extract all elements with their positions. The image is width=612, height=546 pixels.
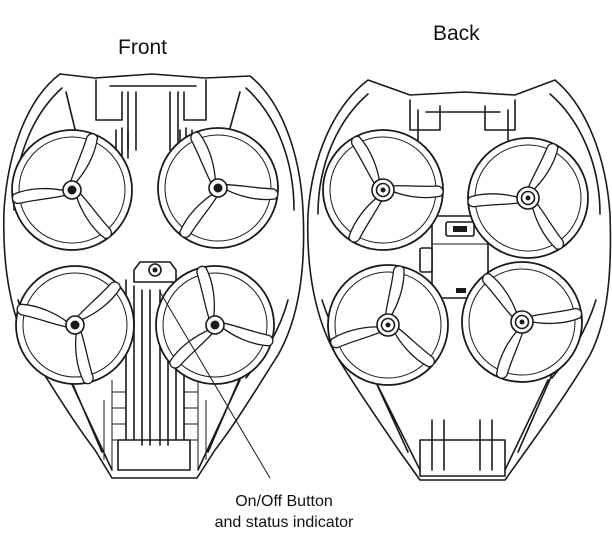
callout-line-2: and status indicator	[214, 514, 354, 531]
back-body-outline	[306, 79, 612, 481]
power-button-callout: On/Off Button and status indicator	[198, 491, 370, 533]
front-body-outline	[2, 73, 305, 479]
front-propeller-top-right	[141, 109, 284, 249]
back-propeller-bottom-left	[325, 255, 453, 386]
front-propeller-bottom-left	[8, 242, 157, 390]
power-button-icon[interactable]	[133, 261, 177, 283]
callout-line-1: On/Off Button	[235, 493, 333, 510]
battery-pack-icon[interactable]	[419, 215, 489, 299]
back-view-title: Back	[433, 22, 480, 45]
front-drone-view	[2, 73, 305, 479]
back-top-frame	[409, 99, 516, 141]
back-propeller-bottom-right	[439, 240, 588, 387]
back-drone-view	[303, 79, 612, 481]
callout-leader-line	[159, 291, 271, 479]
back-propeller-top-right	[461, 119, 604, 259]
back-propeller-top-left	[303, 110, 449, 251]
front-nose-frame	[95, 79, 207, 121]
front-propeller-top-left	[6, 113, 145, 251]
front-view-title: Front	[118, 36, 168, 59]
front-propeller-bottom-right	[144, 252, 278, 385]
